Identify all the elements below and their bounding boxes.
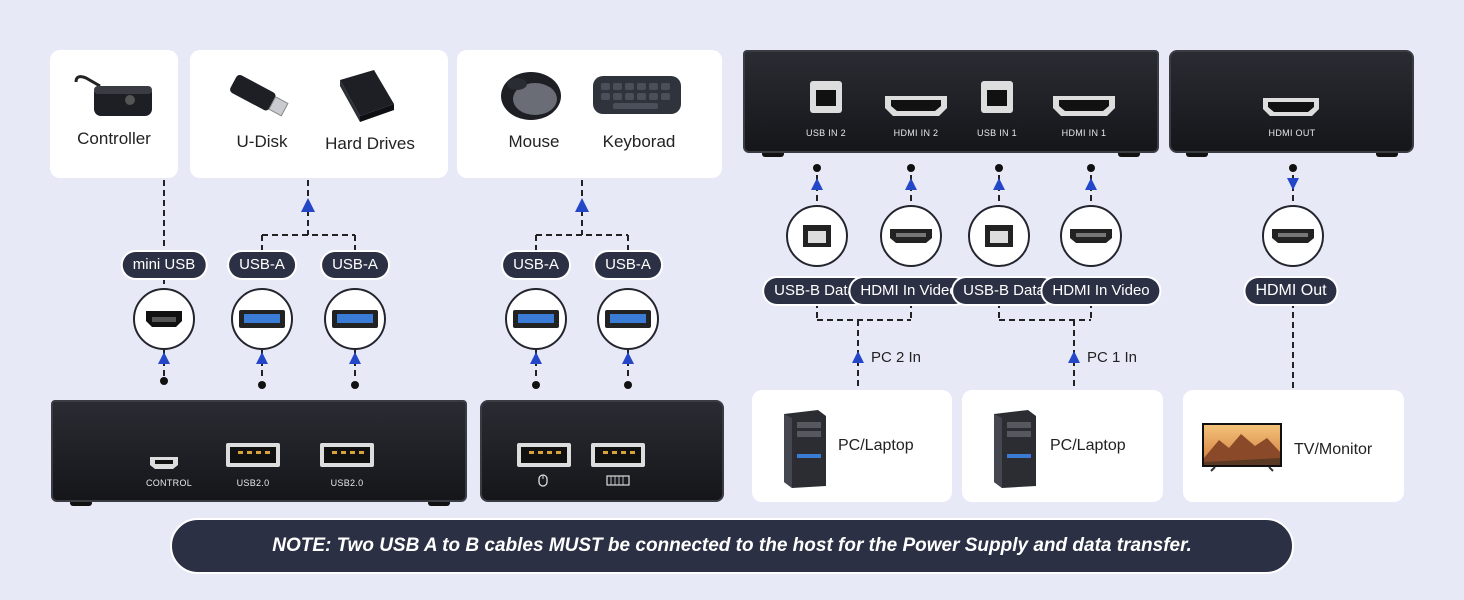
- input-devices-card: Mouse Keyborad: [457, 50, 722, 178]
- usb20-a-label: USB2.0: [236, 478, 270, 488]
- note-banner: NOTE: Two USB A to B cables MUST be conn…: [170, 518, 1294, 574]
- mini-usb-pill: mini USB: [122, 252, 206, 278]
- hdmi-port-1-icon: [1053, 96, 1115, 116]
- usb20-b-label: USB2.0: [330, 478, 364, 488]
- kvm-peripheral-panel: [480, 400, 724, 502]
- desktop-pc-icon: [784, 410, 826, 488]
- usb-b-port-icon: [803, 225, 831, 247]
- usb-a-port-circle-3: [505, 288, 567, 350]
- usb-b-port-circle-2: [786, 205, 848, 267]
- tv-card: TV/Monitor: [1183, 390, 1404, 502]
- usb-a-pill-3: USB-A: [503, 252, 569, 278]
- mouse-icon: [501, 72, 561, 120]
- usb-a-port-circle-2: [324, 288, 386, 350]
- keyboard-icon: [593, 76, 681, 114]
- pc2-card: PC/Laptop: [752, 390, 952, 502]
- desktop-pc-icon: [994, 410, 1036, 488]
- pc1-card: PC/Laptop: [962, 390, 1163, 502]
- keyboard-label: Keyborad: [602, 132, 676, 151]
- hdmi-out-label: HDMI OUT: [1268, 128, 1316, 138]
- hdmi-port-icon: [1070, 229, 1112, 243]
- controller-icon: [74, 75, 152, 116]
- controller-card: Controller: [50, 50, 178, 178]
- hdmi-port-circle-2: [880, 205, 942, 267]
- mini-usb-port-icon: [146, 311, 182, 327]
- usb-a-port-circle-4: [597, 288, 659, 350]
- usb-b-data-pill-1: USB-B Data: [953, 278, 1055, 304]
- usb-in-1-label: USB IN 1: [977, 128, 1017, 138]
- usb-a-port-icon: [332, 310, 378, 328]
- control-label: CONTROL: [145, 478, 193, 488]
- hdmi-port-icon: [890, 229, 932, 243]
- usb-b-port-circle-1: [968, 205, 1030, 267]
- hdmi-in-video-pill-2: HDMI In Video: [850, 278, 968, 304]
- usb-a-port-icon: [239, 310, 285, 328]
- hdmi-out-pill: HDMI Out: [1245, 278, 1337, 304]
- hdmi-out-port-circle: [1262, 205, 1324, 267]
- usb-a-port-icon: [591, 443, 645, 467]
- hdmi-in-2-label: HDMI IN 2: [893, 128, 939, 138]
- pc1-label: PC/Laptop: [1050, 437, 1126, 454]
- kvm-input-panel: USB IN 2 HDMI IN 2 USB IN 1 HDMI IN 1: [743, 50, 1159, 153]
- kvm-output-panel: HDMI OUT: [1169, 50, 1414, 153]
- usb-a-port-icon: [513, 310, 559, 328]
- pc1-input-label: PC 1 In: [1087, 349, 1138, 366]
- usb-a-port-icon: [517, 443, 571, 467]
- usb-a-port-icon: [320, 443, 374, 467]
- hdmi-port-icon: [1272, 229, 1314, 243]
- hard-drive-icon: [340, 70, 394, 122]
- mouse-symbol-icon: [538, 474, 548, 487]
- usb-a-pill-4: USB-A: [595, 252, 661, 278]
- usb-a-port-icon: [226, 443, 280, 467]
- pc2-input-label: PC 2 In: [871, 349, 922, 366]
- hdmi-port-2-icon: [885, 96, 947, 116]
- keyboard-symbol-icon: [606, 475, 630, 486]
- usb-a-pill-2: USB-A: [322, 252, 388, 278]
- usb-b-port-icon: [985, 225, 1013, 247]
- usb-in-2-label: USB IN 2: [806, 128, 846, 138]
- usb-a-port-icon: [605, 310, 651, 328]
- usb-a-pill-1: USB-A: [229, 252, 295, 278]
- mouse-label: Mouse: [508, 132, 560, 151]
- mini-usb-port-icon: [150, 457, 178, 469]
- controller-label: Controller: [77, 129, 151, 148]
- hdmi-out-port-icon: [1263, 98, 1319, 116]
- usb-a-port-circle-1: [231, 288, 293, 350]
- usb-b-port-1-icon: [981, 81, 1013, 113]
- mini-usb-port-circle: [133, 288, 195, 350]
- udisk-label: U-Disk: [236, 132, 288, 151]
- hdmi-in-1-label: HDMI IN 1: [1061, 128, 1107, 138]
- kvm-front-panel: CONTROL USB2.0 USB2.0: [51, 400, 467, 502]
- tv-monitor-icon: [1202, 423, 1282, 472]
- usb-b-port-2-icon: [810, 81, 842, 113]
- usb-b-data-pill-2: USB-B Data: [764, 278, 866, 304]
- tv-label: TV/Monitor: [1294, 441, 1373, 458]
- pc2-label: PC/Laptop: [838, 437, 914, 454]
- usb-flash-drive-icon: [230, 74, 289, 117]
- hdmi-port-circle-1: [1060, 205, 1122, 267]
- hdmi-in-video-pill-1: HDMI In Video: [1042, 278, 1160, 304]
- hard-drives-label: Hard Drives: [325, 134, 415, 153]
- storage-card: U-Disk Hard Drives: [190, 50, 448, 178]
